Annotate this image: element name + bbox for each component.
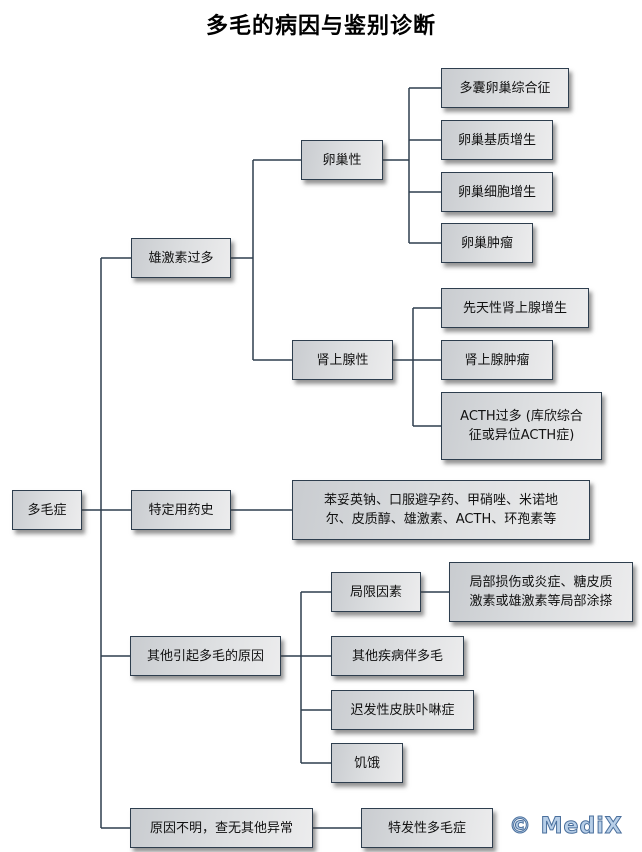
category-other-causes: 其他引起多毛的原因 [130,636,281,676]
category-androgen-excess: 雄激素过多 [131,238,231,278]
leaf-starvation: 饥饿 [331,743,403,783]
leaf-adrenal-tumor: 肾上腺肿瘤 [441,340,553,380]
group-ovarian: 卵巢性 [301,140,383,180]
leaf-local-factors: 局限因素 [331,572,421,612]
leaf-idiopathic-hirsutism: 特发性多毛症 [361,808,493,848]
leaf-cah: 先天性肾上腺增生 [441,288,589,328]
group-adrenal: 肾上腺性 [292,340,393,380]
leaf-ovarian-stromal-hyperplasia: 卵巢基质增生 [441,120,553,160]
leaf-ovarian-cell-hyperplasia: 卵巢细胞增生 [441,172,553,212]
category-unknown-cause: 原因不明，查无其他异常 [130,808,313,848]
category-medication-history: 特定用药史 [131,490,231,530]
local-factors-detail: 局部损伤或炎症、糖皮质激素或雄激素等局部涂搽 [449,562,633,622]
leaf-acth-excess: ACTH过多 (库欣综合征或异位ACTH症) [441,392,602,460]
medix-watermark: © MediX [509,814,623,840]
medication-list: 苯妥英钠、口服避孕药、甲硝唑、米诺地尔、皮质醇、雄激素、ACTH、环孢素等 [292,480,590,540]
leaf-other-diseases: 其他疾病伴多毛 [331,636,464,676]
diagram-title: 多毛的病因与鉴别诊断 [205,13,436,39]
leaf-porphyria: 迟发性皮肤卟啉症 [331,690,474,730]
root-node: 多毛症 [12,490,82,530]
leaf-ovarian-tumor: 卵巢肿瘤 [441,223,533,263]
leaf-pcos: 多囊卵巢综合征 [441,68,569,108]
